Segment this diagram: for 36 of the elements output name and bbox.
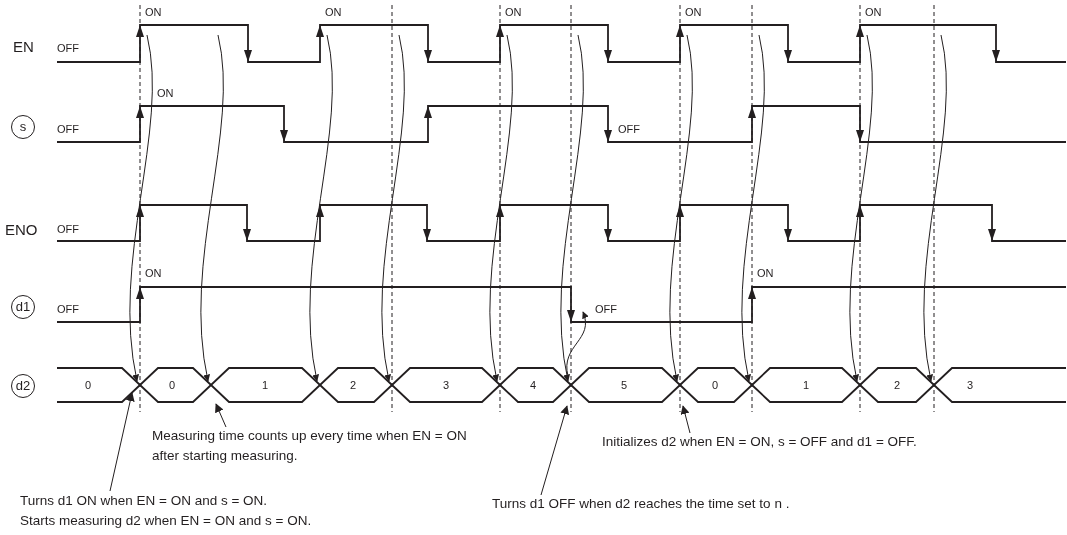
leader-line (680, 405, 691, 434)
state-label: ON (145, 268, 162, 279)
state-label: ON (757, 268, 774, 279)
annotation-text: Initializes d2 when EN = ON, s = OFF and d1 = OFF. (602, 433, 917, 451)
signal-label: EN (13, 39, 34, 54)
bus-value: 2 (349, 380, 357, 391)
state-label: ON (865, 7, 882, 18)
bus-value: 0 (168, 380, 176, 391)
annotation-text: Turns d1 OFF when d2 reaches the time set to n . (492, 495, 790, 513)
annotation-text: Turns d1 ON when EN = ON and s = ON. (20, 492, 269, 510)
state-label: OFF (57, 43, 79, 54)
state-label: ON (145, 7, 162, 18)
state-label: ON (505, 7, 522, 18)
state-label: ON (325, 7, 342, 18)
bus-value: 1 (802, 380, 810, 391)
annotation-text: Measuring time counts up every time when EN = ON after starting measuring. (152, 427, 468, 465)
bus-value: 5 (620, 380, 628, 391)
state-label: OFF (57, 124, 79, 135)
state-label: OFF (618, 124, 640, 135)
annotation-text: Starts measuring d2 when EN = ON and s = ON. (20, 512, 312, 530)
state-label: OFF (57, 224, 79, 235)
bus-value: 3 (966, 380, 974, 391)
leader-line (215, 403, 227, 428)
bus-value: 0 (711, 380, 719, 391)
state-label: ON (157, 88, 174, 99)
leader-line (540, 405, 570, 496)
state-label: ON (685, 7, 702, 18)
leader-line (109, 392, 135, 492)
bus-value: 2 (893, 380, 901, 391)
state-label: OFF (595, 304, 617, 315)
state-label: OFF (57, 304, 79, 315)
bus-value: 4 (529, 380, 537, 391)
bus-value: 1 (261, 380, 269, 391)
bus-value: 3 (442, 380, 450, 391)
bus-value: 0 (84, 380, 92, 391)
signal-label: ENO (5, 222, 38, 237)
